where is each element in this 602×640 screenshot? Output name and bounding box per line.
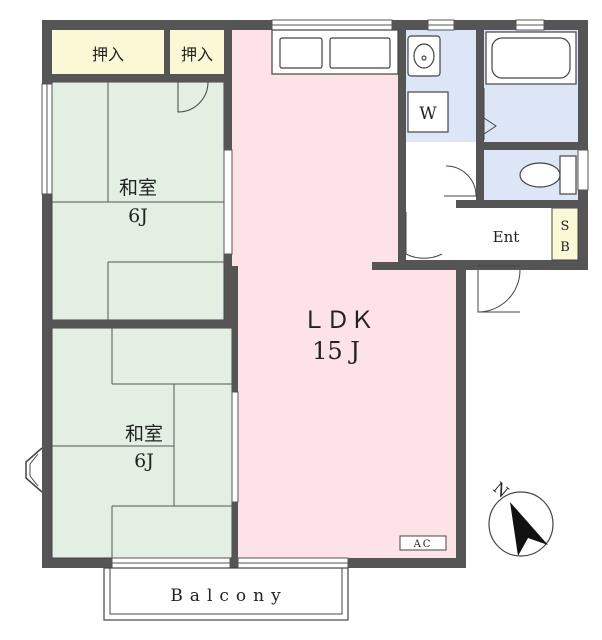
interior-wall-e: [164, 30, 170, 74]
closet-label-right: 押入: [181, 45, 213, 64]
shoebox-label-b: B: [560, 240, 570, 255]
washitsu-top-size: 6J: [128, 205, 148, 227]
kitchen-counter: [271, 29, 399, 75]
interior-wall-j: [456, 200, 578, 208]
tatami-lines-bottom: [52, 328, 232, 558]
bay-window: [25, 447, 43, 493]
compass: N: [488, 478, 554, 557]
ldk-name: ＬＤＫ: [302, 306, 374, 334]
washitsu-top-name: 和室: [119, 177, 157, 199]
closet-label-left: 押入: [92, 45, 124, 64]
shoebox-floor: [551, 207, 579, 261]
entrance-label: Ent: [493, 228, 520, 246]
interior-wall-c: [52, 320, 232, 328]
sliding-door-top: [223, 149, 233, 255]
interior-wall-h: [476, 30, 484, 200]
vanity-sink: [407, 35, 441, 77]
interior-wall-d: [52, 74, 224, 82]
interior-wall-f: [372, 262, 466, 270]
closet-floor-left: [52, 30, 164, 74]
washitsu-bottom-name: 和室: [125, 423, 163, 445]
tatami-floor-top: [51, 81, 225, 321]
aircon-box: [399, 535, 447, 551]
balcony-outline: [103, 567, 349, 621]
tatami-lines-top: [52, 82, 224, 320]
door-swings: [177, 81, 521, 313]
aircon-label: AC: [413, 539, 433, 550]
toilet: [519, 155, 577, 195]
ldk-floor-lower: [238, 266, 456, 558]
balcony-label: Balcony: [170, 586, 287, 606]
bathtub: [485, 31, 577, 85]
ldk-size: 15 J: [312, 337, 360, 365]
sliding-door-bottom: [231, 391, 239, 503]
interior-wall-g: [398, 30, 406, 262]
interior-wall-a: [224, 30, 232, 266]
interior-wall-i: [484, 142, 578, 150]
washitsu-bottom-size: 6J: [134, 450, 154, 472]
washer-label: W: [419, 104, 437, 124]
shoebox-label-s: S: [561, 219, 570, 234]
closet-floor-right: [170, 30, 224, 74]
washer-space: [407, 91, 449, 133]
north-arrow-icon: [510, 502, 548, 556]
window-center-lines: [46, 24, 544, 564]
bath-door: [483, 88, 497, 140]
